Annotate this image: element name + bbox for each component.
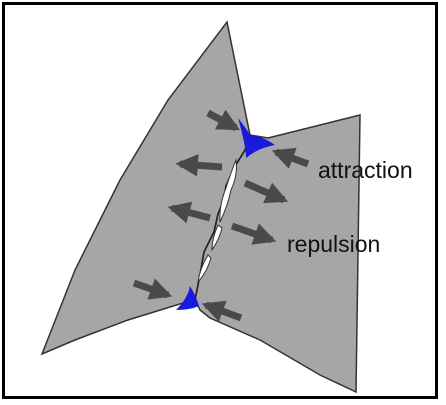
attraction-label: attraction — [318, 157, 413, 183]
arrow-repel-left-upper — [180, 164, 222, 167]
repulsion-label: repulsion — [287, 231, 380, 257]
